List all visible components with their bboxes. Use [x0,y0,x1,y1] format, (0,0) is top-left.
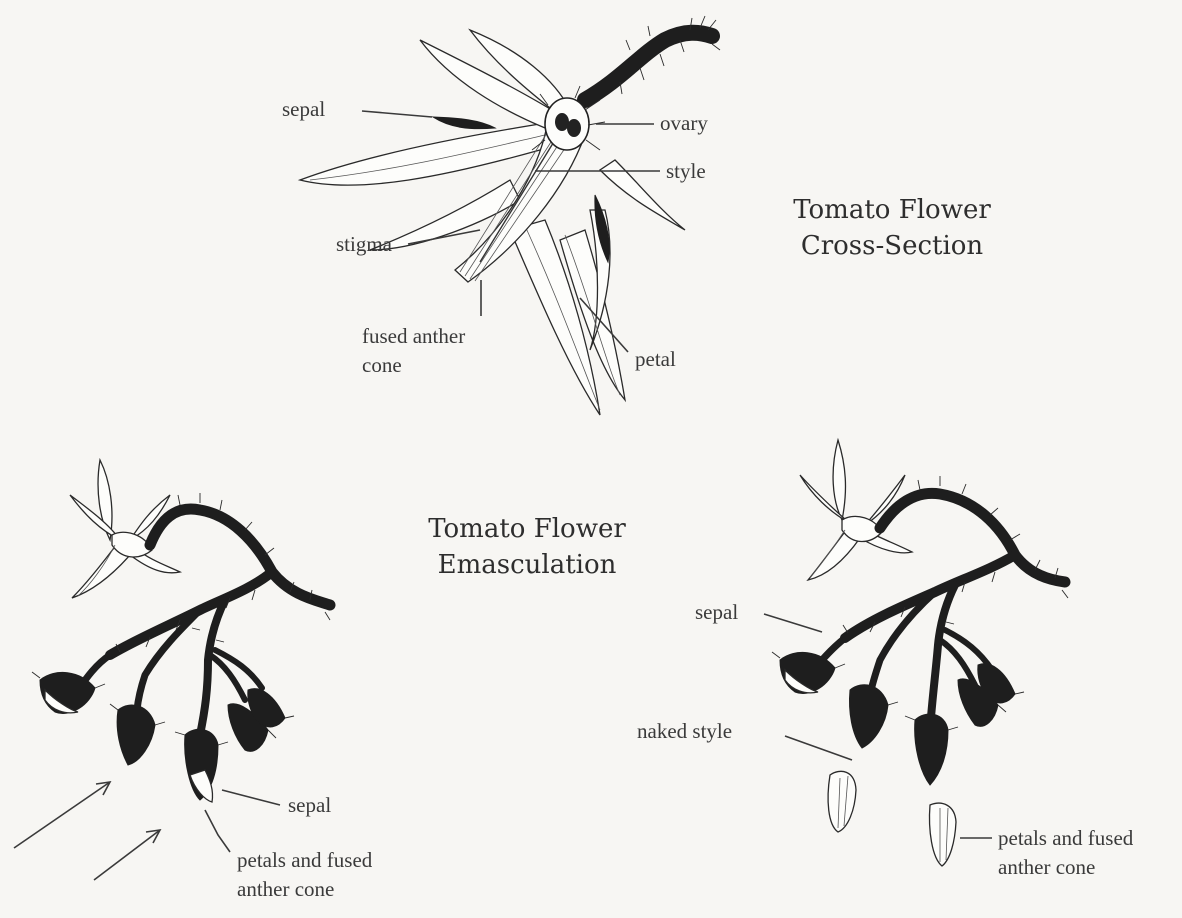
left-sepal-leader [222,790,280,805]
left-cluster-illustration [14,460,330,880]
right-naked-style-label: naked style [637,719,732,743]
cs-ovary-label: ovary [660,111,708,135]
cs-sepal-label: sepal [282,97,325,121]
right-sepal-label: sepal [695,600,738,624]
left-petals-anther-label-1: petals and fused [237,848,373,872]
cs-sepal-leader [362,111,432,117]
cs-style-label: style [666,159,706,183]
right-sepal-leader [764,614,822,632]
cs-petal-label: petal [635,347,676,371]
cross-section-title-line1: Tomato Flower [793,195,991,225]
cs-fused-anther-label-2: cone [362,353,402,377]
right-petals-anther-label-2: anther cone [998,855,1095,879]
cs-fused-anther-label-1: fused anther [362,324,465,348]
left-sepal-label: sepal [288,793,331,817]
cross-section-title-line2: Cross-Section [801,231,984,261]
right-naked-style-leader [785,736,852,760]
emasculation-title-line2: Emasculation [438,550,617,580]
left-petals-leader [205,810,230,852]
left-arrow-2 [94,830,160,880]
emasculation-title-line1: Tomato Flower [428,514,626,544]
cs-stigma-label: stigma [336,232,393,256]
left-arrow-1 [14,782,110,848]
right-cluster-illustration [764,440,1068,866]
left-petals-anther-label-2: anther cone [237,877,334,901]
right-petals-anther-label-1: petals and fused [998,826,1134,850]
